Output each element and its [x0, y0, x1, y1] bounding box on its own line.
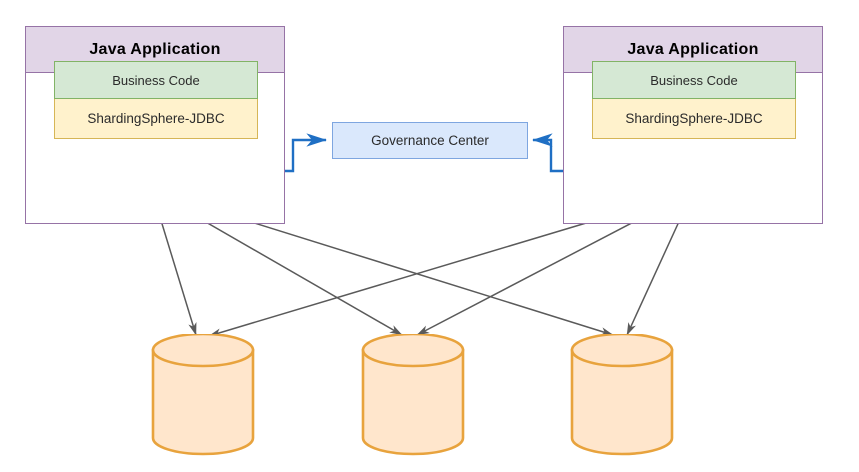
governance-center-box[interactable]: Governance Center	[332, 122, 528, 159]
app-layer-stack-left: Business Code ShardingSphere-JDBC	[54, 61, 258, 139]
cylinder-body-3	[570, 348, 674, 456]
cylinder-top-1	[151, 334, 255, 368]
app-title-left: Java Application	[89, 40, 221, 58]
java-application-panel-right[interactable]: Java Application Business Code ShardingS…	[563, 26, 823, 224]
business-code-box-left[interactable]: Business Code	[54, 61, 258, 99]
app-layer-stack-right: Business Code ShardingSphere-JDBC	[592, 61, 796, 139]
business-code-box-right[interactable]: Business Code	[592, 61, 796, 99]
cylinder-top-3	[570, 334, 674, 368]
business-code-label-right: Business Code	[650, 72, 738, 88]
cylinder-body-1	[151, 348, 255, 456]
cylinder-top-2	[361, 334, 465, 368]
business-code-label-left: Business Code	[112, 72, 200, 88]
shardingsphere-jdbc-label-left: ShardingSphere-JDBC	[87, 111, 225, 126]
database-cylinder-2[interactable]	[361, 334, 465, 456]
cylinder-body-2	[361, 348, 465, 456]
database-cylinder-3[interactable]	[570, 334, 674, 456]
database-cylinder-1[interactable]	[151, 334, 255, 456]
shardingsphere-jdbc-box-left[interactable]: ShardingSphere-JDBC	[54, 99, 258, 139]
java-application-panel-left[interactable]: Java Application Business Code ShardingS…	[25, 26, 285, 224]
shardingsphere-jdbc-label-right: ShardingSphere-JDBC	[625, 111, 763, 126]
shardingsphere-jdbc-box-right[interactable]: ShardingSphere-JDBC	[592, 99, 796, 139]
app-title-right: Java Application	[627, 40, 759, 58]
governance-center-label: Governance Center	[371, 133, 489, 148]
